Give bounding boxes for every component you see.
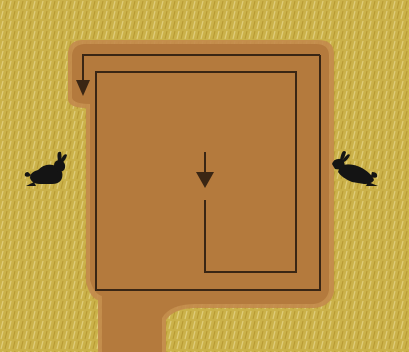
spiral-harvest-path-outer-ring (95, 55, 321, 291)
arrow-down-icon (76, 80, 90, 96)
arrow-down-icon (196, 172, 214, 188)
rabbit-icon (332, 151, 378, 186)
rabbit-icon (24, 151, 67, 186)
spiral-harvest-path (82, 54, 320, 85)
harvested-area (72, 44, 329, 352)
